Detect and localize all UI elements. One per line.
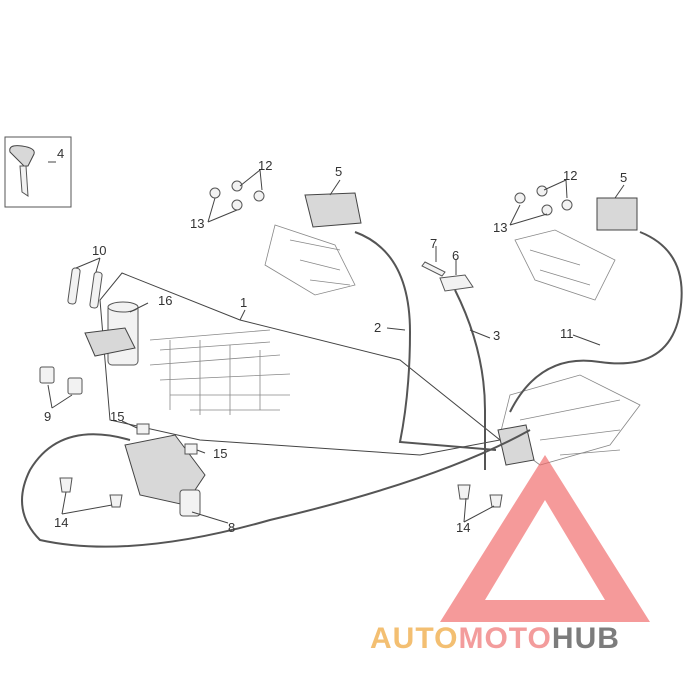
watermark: AUTOMOTOHUB [370,455,650,655]
part-10-pin-b [89,271,103,309]
watermark-hub: HUB [552,622,620,655]
callout-13-right: 13 [493,220,507,235]
callout-2: 2 [374,320,381,335]
callout-13-left: 13 [190,216,204,231]
part-15-clip-b [184,443,198,455]
callout-5-right: 5 [620,170,627,185]
key-icon [9,145,35,197]
leader-lines [47,161,625,524]
callout-4: 4 [57,146,64,161]
callout-6: 6 [452,248,459,263]
svg-text:AUTOMOTOHUB: AUTOMOTOHUB [370,622,620,655]
key-box [4,136,72,208]
callout-16: 16 [158,293,172,308]
callout-14-right: 14 [456,520,470,535]
callout-9: 9 [44,409,51,424]
callouts: 4 10 16 1 2 3 11 7 6 5 5 12 13 12 13 9 1… [44,146,627,535]
callout-12-left: 12 [258,158,272,173]
part-14-screws [59,477,503,508]
part-9-clip-a [39,366,55,384]
part-12-13-fasteners [209,180,573,216]
watermark-auto: AUTO [370,622,458,655]
cable-8 [21,429,531,548]
callout-3: 3 [493,328,500,343]
callout-14-left: 14 [54,515,68,530]
cable-3 [454,289,486,470]
part-9-clip-b [67,377,83,395]
callout-11: 11 [560,326,574,341]
watermark-logo-icon [440,455,650,622]
ignition-switch-assembly [84,301,291,415]
seat-lock-right [514,197,638,301]
cable-2 [354,231,497,451]
part-7-pin [421,261,446,277]
seat-lock-left [264,192,362,296]
watermark-moto: MOTO [458,622,551,655]
callout-5-left: 5 [335,164,342,179]
rear-frame [497,374,641,466]
callout-15-right: 15 [213,446,227,461]
part-6-grommet [439,274,474,292]
callout-10: 10 [92,243,106,258]
part-15-clip-a [136,423,150,435]
cable-11 [509,231,683,413]
callout-12-right: 12 [563,168,577,183]
callout-15-left: 15 [110,409,124,424]
part-10-pin-a [67,267,81,305]
callout-1: 1 [240,295,247,310]
callout-7: 7 [430,236,437,251]
callout-8: 8 [228,520,235,535]
